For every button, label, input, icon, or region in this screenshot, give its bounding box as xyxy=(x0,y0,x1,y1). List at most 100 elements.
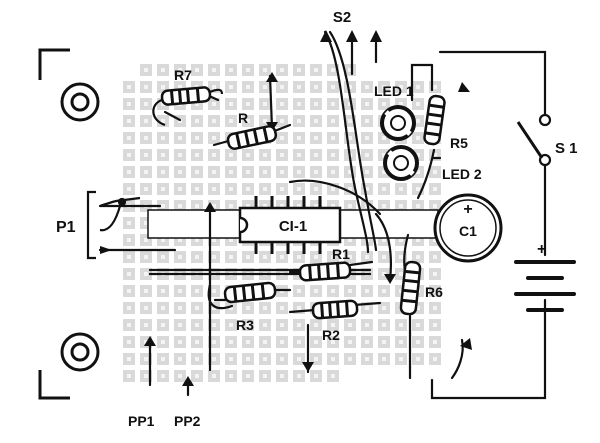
board-pad-hole xyxy=(212,374,216,378)
board-pad-hole xyxy=(212,289,216,293)
board-pad-hole xyxy=(314,85,318,89)
board-pad-hole xyxy=(297,340,301,344)
board-pad-hole xyxy=(297,323,301,327)
board-pad-hole xyxy=(246,357,250,361)
board-pad-hole xyxy=(348,238,352,242)
board-pad-hole xyxy=(382,85,386,89)
board-pad-hole xyxy=(416,85,420,89)
board-pad-hole xyxy=(195,102,199,106)
board-pad-hole xyxy=(229,255,233,259)
board-pad-hole xyxy=(399,272,403,276)
board-pad-hole xyxy=(433,85,437,89)
board-pad-hole xyxy=(161,68,165,72)
board-pad-hole xyxy=(246,374,250,378)
board-pad-hole xyxy=(144,340,148,344)
label-r7: R7 xyxy=(174,67,192,83)
board-pad-hole xyxy=(195,238,199,242)
board-pad-hole xyxy=(195,68,199,72)
board-pad-hole xyxy=(144,187,148,191)
board-pad-hole xyxy=(365,289,369,293)
board-pad-hole xyxy=(127,187,131,191)
board-pad-hole xyxy=(416,119,420,123)
board-pad-hole xyxy=(297,374,301,378)
board-pad-hole xyxy=(178,85,182,89)
board-pad-hole xyxy=(161,102,165,106)
board-pad-hole xyxy=(348,119,352,123)
board-pad-hole xyxy=(297,102,301,106)
board-pad-hole xyxy=(433,323,437,327)
board-pad-hole xyxy=(280,85,284,89)
board-pad-hole xyxy=(331,119,335,123)
board-pad-hole xyxy=(263,306,267,310)
board-pad-hole xyxy=(144,102,148,106)
board-pad-hole xyxy=(348,102,352,106)
board-pad-hole xyxy=(297,255,301,259)
board-pad-hole xyxy=(263,187,267,191)
board-pad-hole xyxy=(144,323,148,327)
board-pad-hole xyxy=(212,119,216,123)
board-pad-hole xyxy=(212,340,216,344)
board-pad-hole xyxy=(348,68,352,72)
board-pad-hole xyxy=(399,85,403,89)
board-pad-hole xyxy=(365,187,369,191)
board-pad-hole xyxy=(416,255,420,259)
board-pad-hole xyxy=(382,255,386,259)
board-pad-hole xyxy=(263,119,267,123)
board-pad-hole xyxy=(399,357,403,361)
board-pad-hole xyxy=(314,289,318,293)
board-pad-hole xyxy=(127,221,131,225)
potentiometer-p1 xyxy=(86,190,141,260)
board-pad-hole xyxy=(178,289,182,293)
board-pad-hole xyxy=(314,187,318,191)
label-r: R xyxy=(238,110,248,126)
board-pad-hole xyxy=(348,255,352,259)
board-pad-hole xyxy=(280,170,284,174)
board-pad-hole xyxy=(246,187,250,191)
board-pad-hole xyxy=(212,255,216,259)
board-pad-hole xyxy=(433,153,437,157)
board-pad-hole xyxy=(348,136,352,140)
board-pad-hole xyxy=(263,85,267,89)
board-pad-hole xyxy=(297,119,301,123)
board-pad-hole xyxy=(382,170,386,174)
board-pad-hole xyxy=(416,170,420,174)
board-pad-hole xyxy=(246,323,250,327)
board-pad-hole xyxy=(331,85,335,89)
label-pp2: PP2 xyxy=(174,413,201,429)
board-pad-hole xyxy=(127,170,131,174)
board-pad-hole xyxy=(127,85,131,89)
board-pad-hole xyxy=(246,153,250,157)
board-pad-hole xyxy=(212,204,216,208)
board-pad-hole xyxy=(195,374,199,378)
board-pad-hole xyxy=(314,136,318,140)
board-pad-hole xyxy=(297,306,301,310)
board-pad-hole xyxy=(416,102,420,106)
label-c1-plus: + xyxy=(463,201,472,218)
board-pad-hole xyxy=(144,119,148,123)
board-pad-hole xyxy=(144,374,148,378)
board-pad-hole xyxy=(246,306,250,310)
board-pad-hole xyxy=(416,238,420,242)
board-pad-hole xyxy=(263,357,267,361)
board-pad-hole xyxy=(331,68,335,72)
board-pad-hole xyxy=(263,323,267,327)
board-pad-hole xyxy=(144,272,148,276)
board-pad-hole xyxy=(280,255,284,259)
label-led1: LED 1 xyxy=(374,83,414,99)
board-pad-hole xyxy=(212,153,216,157)
board-pad-hole xyxy=(365,170,369,174)
board-pad-hole xyxy=(127,374,131,378)
board-pad-hole xyxy=(212,306,216,310)
board-pad-hole xyxy=(365,85,369,89)
board-pad-hole xyxy=(161,340,165,344)
board-pad-hole xyxy=(348,204,352,208)
board-pad-hole xyxy=(246,170,250,174)
board-pad-hole xyxy=(178,323,182,327)
board-pad-hole xyxy=(178,340,182,344)
board-pad-hole xyxy=(178,306,182,310)
label-led2: LED 2 xyxy=(442,166,482,182)
board-pad-hole xyxy=(416,187,420,191)
board-pad-hole xyxy=(212,85,216,89)
board-pad-hole xyxy=(127,340,131,344)
